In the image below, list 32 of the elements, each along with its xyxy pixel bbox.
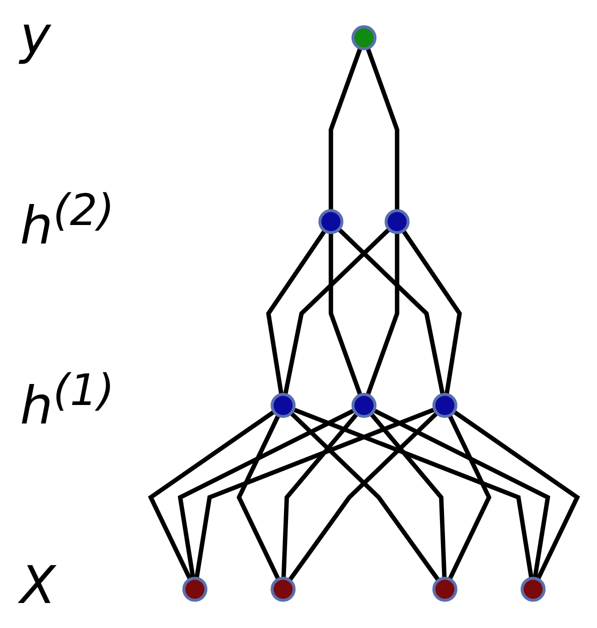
connector [194,408,435,580]
node-circle [351,26,376,51]
connector [447,414,491,581]
layer-label: h$^{(1)}$ [20,370,114,432]
connector [328,48,362,212]
node-circle [182,577,207,602]
connector [282,228,390,396]
node-circle [351,393,376,418]
connector [177,408,355,580]
node-circle [318,210,343,235]
layer-label: y [20,10,51,62]
connector [328,233,362,396]
connector [365,233,399,396]
connector [280,412,358,579]
node-circle [520,577,546,602]
connector [365,48,399,212]
node-circle [270,393,296,418]
connector [336,228,444,396]
node-circle [432,393,457,418]
connector [236,414,280,581]
connector [400,230,462,396]
connector [372,408,550,580]
layer-label: X [20,560,56,612]
node-circle [270,577,296,602]
connector [266,230,326,396]
connector [292,408,534,580]
connector [452,410,580,581]
layer-label: h$^{(2)}$ [20,190,114,252]
connector [147,410,275,581]
node-circle [432,577,457,602]
connector [368,412,446,579]
node-circle [384,210,410,235]
